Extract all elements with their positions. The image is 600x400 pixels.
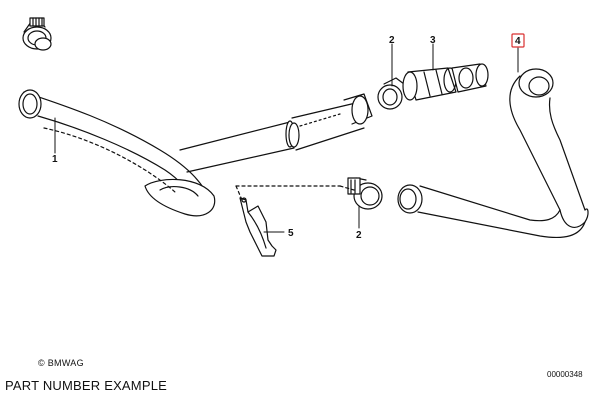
connector-part-3 (402, 63, 489, 101)
callout-part-5: 5 (288, 228, 294, 239)
callout-labels: 1 2 3 4 5 2 (52, 33, 525, 241)
callout-part-2-top: 2 (389, 35, 395, 46)
bracket-part-5 (239, 197, 277, 257)
copyright-text: © BMWAG (38, 358, 84, 368)
hose-part-4 (397, 68, 589, 239)
diagram-id: 00000348 (547, 370, 583, 379)
dashed-leader-lines (235, 185, 355, 201)
callout-part-2-bottom: 2 (356, 230, 362, 241)
callout-leaders (54, 43, 519, 233)
callout-part-1: 1 (52, 154, 58, 165)
caption-text: PART NUMBER EXAMPLE (5, 378, 168, 393)
hose-clamp-part-2-bottom (347, 177, 383, 210)
hose-part-1 (18, 89, 216, 217)
hose-clamp-part-2-top (377, 77, 405, 110)
hose-clamp-top-left (22, 17, 52, 51)
callout-part-4: 4 (515, 36, 521, 47)
callout-part-3: 3 (430, 35, 436, 46)
callout-part-4-highlight-box (511, 33, 525, 48)
hose-straight-middle (179, 93, 373, 173)
